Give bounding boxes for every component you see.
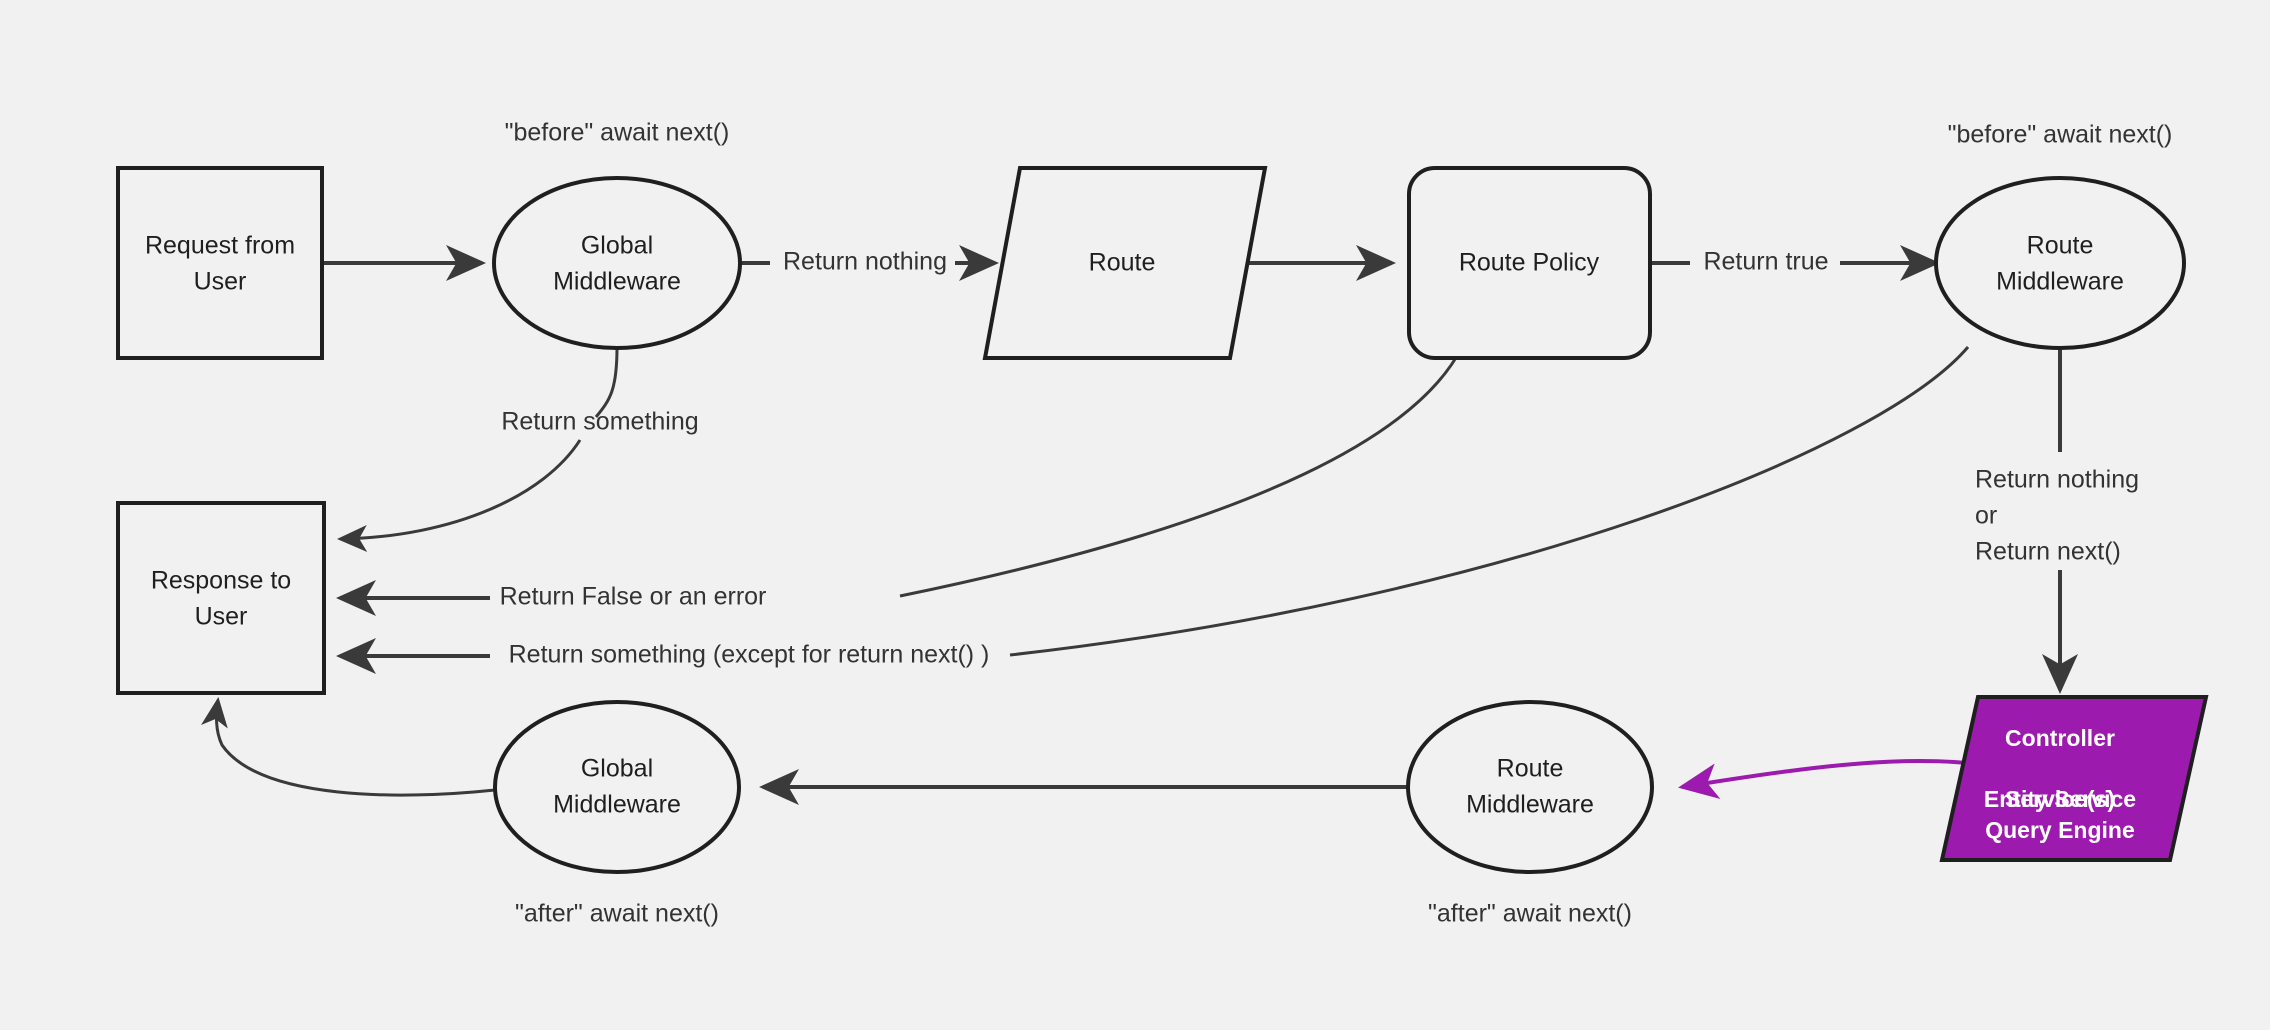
edge-label-return-true: Return true [1703, 248, 1828, 276]
edge-global-to-response [337, 439, 582, 553]
node-global-middleware-top[interactable] [492, 176, 742, 350]
node-global-middleware-bottom-label-line2: Middleware [553, 791, 681, 819]
node-response-label-line2: User [195, 603, 248, 631]
annotation-before-await-next-route-mw: "before" await next() [1948, 121, 2173, 149]
node-route-policy[interactable] [1407, 166, 1652, 360]
annotation-return-nothing-line2: or [1975, 502, 1997, 530]
annotation-return-nothing-line3: Return next() [1975, 538, 2121, 566]
annotation-after-await-next-route-mw: "after" await next() [1428, 900, 1632, 928]
node-response-label-line1: Response to [151, 567, 291, 595]
node-route-label: Route [1089, 249, 1156, 277]
node-route-policy-label: Route Policy [1459, 249, 1600, 277]
edge-label-return-false-or-error: Return False or an error [500, 583, 767, 611]
edge-route-mw-to-response-curve [1009, 346, 1970, 657]
node-global-middleware-bottom[interactable] [493, 700, 741, 874]
edge-label-return-nothing: Return nothing [783, 248, 947, 276]
node-route[interactable] [982, 166, 1268, 360]
edge-label-return-something-except-next: Return something (except for return next… [509, 641, 990, 669]
node-controller-service-entity-query[interactable] [1939, 695, 2209, 862]
node-controller-label-line2: Service(s) [2005, 786, 2115, 812]
node-controller-label-line1: Controller [2005, 725, 2115, 751]
node-route-middleware-top-label-line2: Middleware [1996, 268, 2124, 296]
node-route-middleware-bottom-label-line1: Route [1497, 755, 1564, 783]
node-request-label-line2: User [194, 268, 247, 296]
node-controller-label-line4: Query Engine [1985, 817, 2135, 843]
node-global-middleware-top-label-line1: Global [581, 232, 653, 260]
node-global-middleware-top-label-line2: Middleware [553, 268, 681, 296]
annotation-return-nothing-line1: Return nothing [1975, 466, 2139, 494]
edge-label-return-something: Return something [501, 408, 698, 436]
node-route-middleware-bottom-label-line2: Middleware [1466, 791, 1594, 819]
edge-policy-to-response-curve [899, 346, 1464, 598]
node-route-middleware-top-label-line1: Route [2027, 232, 2094, 260]
edge-global-middleware-bottom-to-response [201, 697, 496, 797]
node-route-middleware-bottom[interactable] [1406, 700, 1654, 874]
node-response-to-user[interactable] [116, 501, 326, 695]
node-request-label-line1: Request from [145, 232, 295, 260]
node-request-from-user[interactable] [116, 166, 324, 360]
annotation-after-await-next-global: "after" await next() [515, 900, 719, 928]
edge-global-to-response-upper [594, 346, 619, 418]
node-global-middleware-bottom-label-line1: Global [581, 755, 653, 783]
annotation-before-await-next-global: "before" await next() [505, 119, 730, 147]
node-route-middleware-top[interactable] [1934, 176, 2186, 350]
node-controller-label-line3b: Entity Service [1984, 786, 2136, 812]
